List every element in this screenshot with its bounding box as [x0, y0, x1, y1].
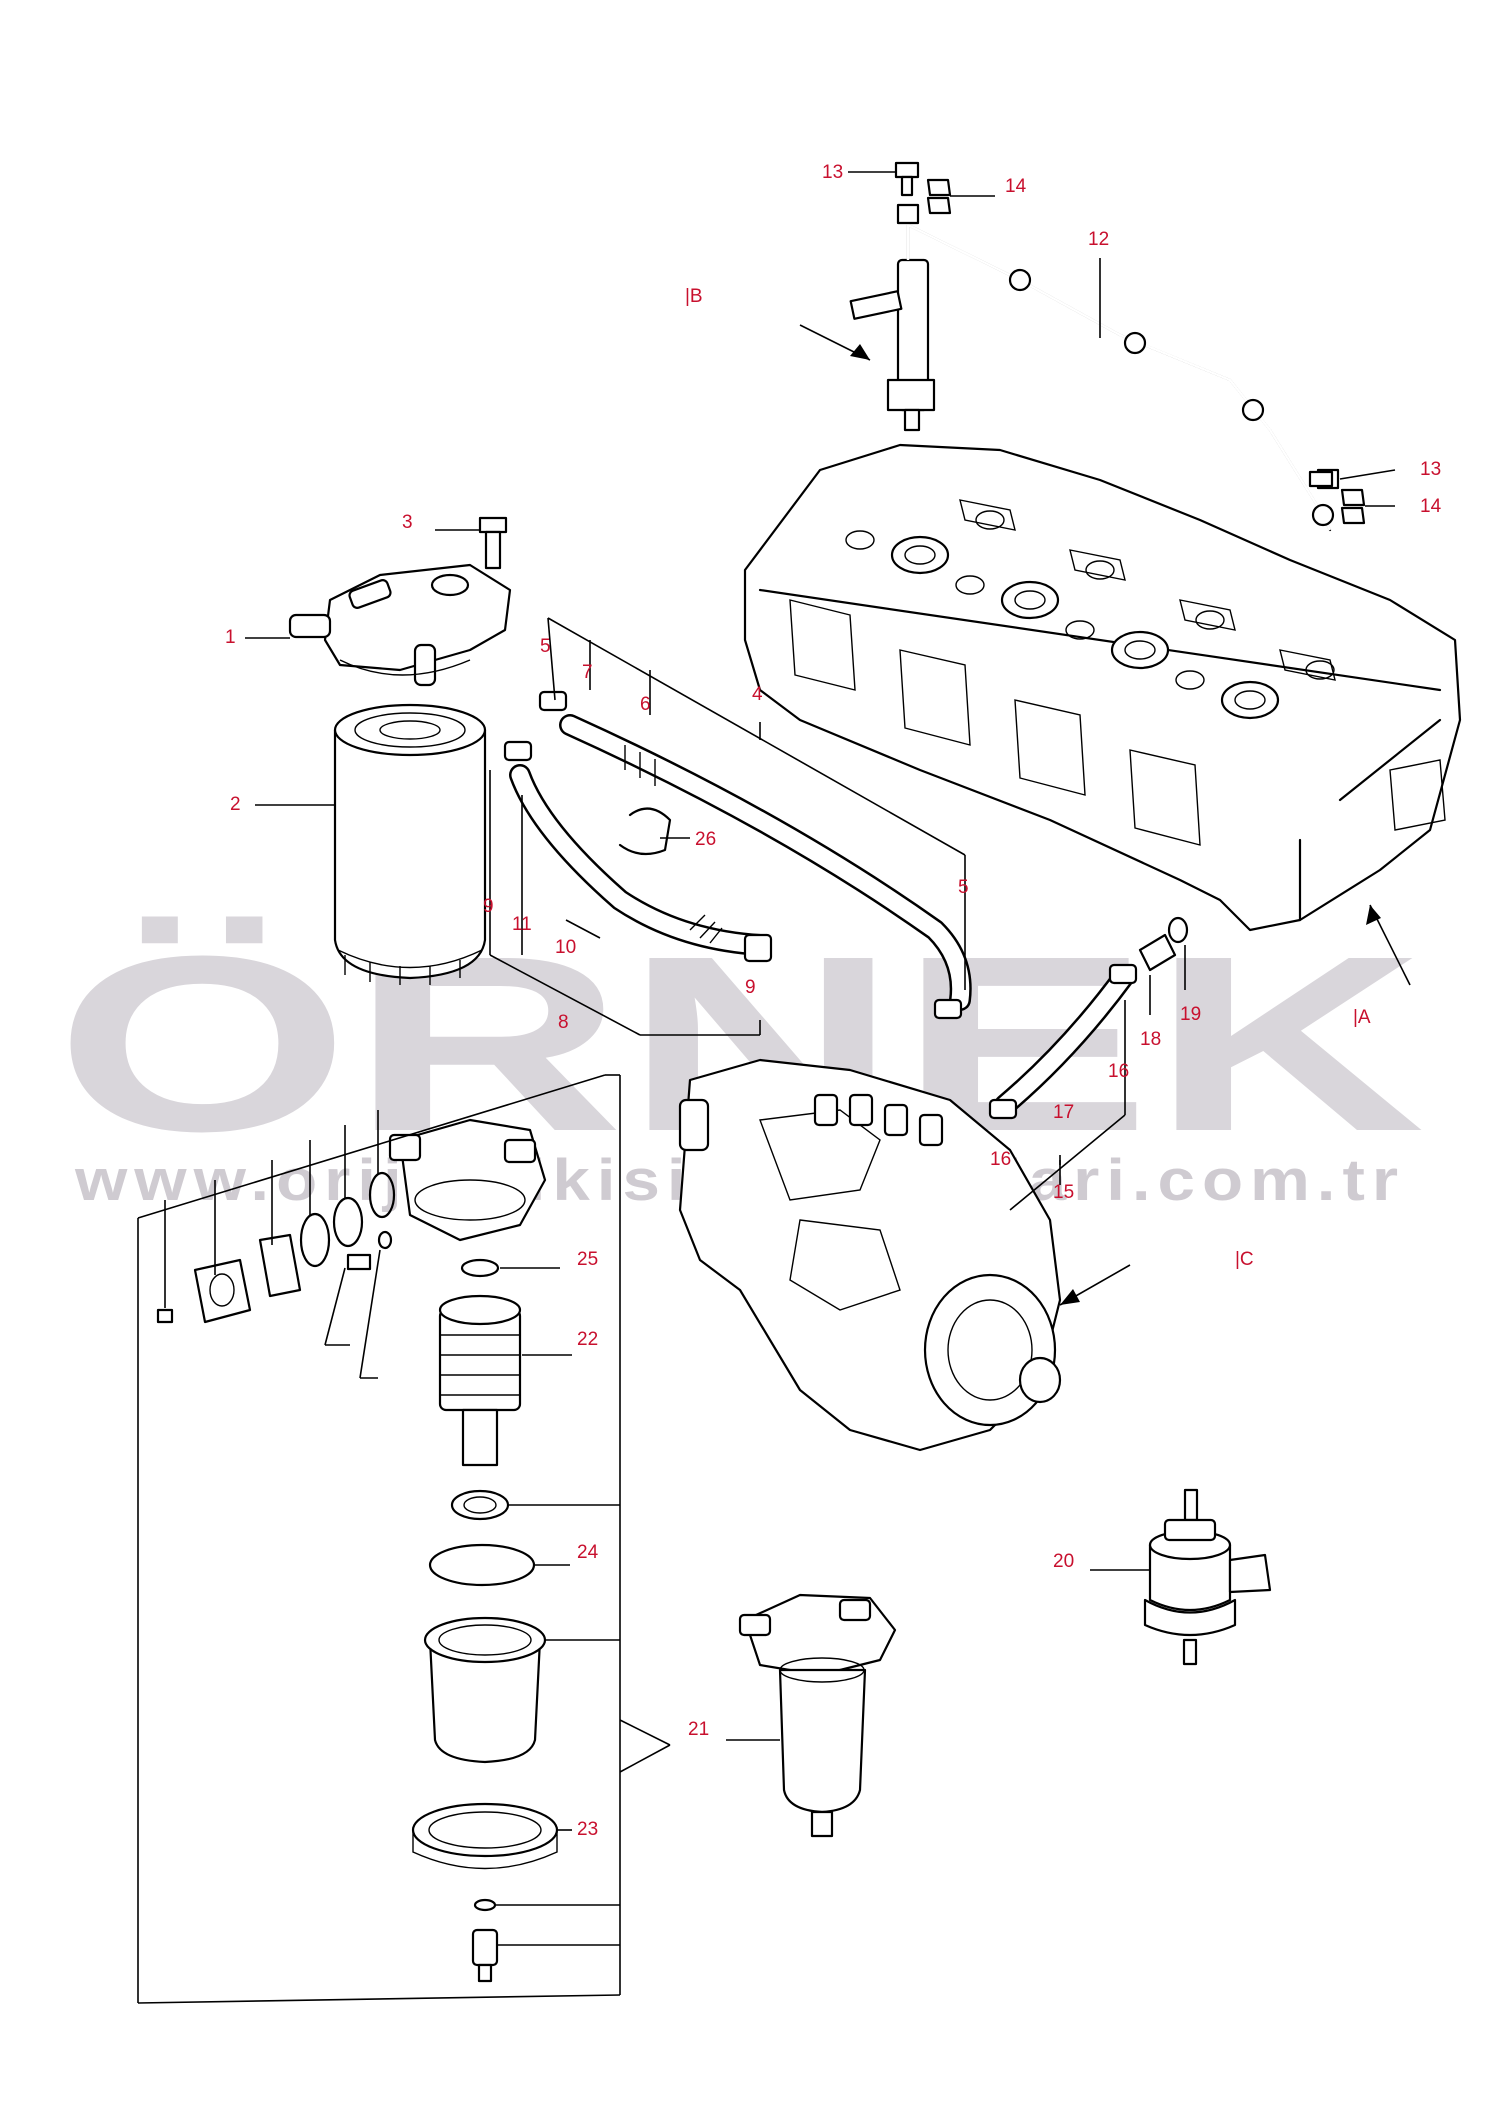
callout-8: 8: [558, 1012, 569, 1033]
view-marker-b: |B: [685, 286, 703, 307]
callout-13-right: 13: [1420, 459, 1441, 480]
callout-24: 24: [577, 1542, 599, 1563]
callout-19: 19: [1180, 1004, 1201, 1025]
filter-head-bolt: [478, 516, 508, 570]
injector-assembly: [849, 258, 936, 432]
fuel-hoses: [509, 714, 1136, 1116]
callout-14-right: 14: [1420, 496, 1442, 517]
spin-on-fuel-filter: [333, 703, 487, 985]
banjo-bolt-top: [894, 161, 952, 215]
view-arrows: [799, 324, 1411, 1306]
callout-5-right: 5: [958, 877, 969, 898]
callout-2: 2: [230, 794, 241, 815]
callout-10: 10: [555, 937, 576, 958]
callout-15: 15: [1053, 1182, 1074, 1203]
fuel-filter-head: [288, 563, 512, 687]
view-marker-a: |A: [1353, 1007, 1371, 1028]
callout-22: 22: [577, 1329, 598, 1350]
hose-clamps: [503, 690, 1138, 1120]
callout-9-right: 9: [745, 977, 756, 998]
callout-5-top: 5: [540, 636, 551, 657]
water-separator-assembly: [738, 1593, 897, 1838]
callout-3: 3: [402, 512, 413, 533]
callout-16-right: 16: [1108, 1061, 1129, 1082]
callout-14-top: 14: [1005, 176, 1027, 197]
callout-7: 7: [582, 662, 593, 683]
view-marker-labels: |B |A |C: [685, 286, 1371, 1270]
callout-23: 23: [577, 1819, 598, 1840]
callout-6: 6: [640, 694, 651, 715]
banjo-bolt-right: [1308, 470, 1366, 525]
callout-18: 18: [1140, 1029, 1161, 1050]
callout-25: 25: [577, 1249, 598, 1270]
callout-21: 21: [688, 1719, 709, 1740]
callout-11: 11: [512, 914, 532, 935]
exploded-water-separator: [156, 1118, 559, 1983]
callout-17: 17: [1053, 1102, 1074, 1123]
callout-labels: 13 14 12 13 14 3 1 2 5 7 6 4 26 5 9 11 1…: [225, 162, 1442, 1840]
callout-13-top: 13: [822, 162, 843, 183]
pressure-regulator: [1143, 1488, 1272, 1666]
callout-1: 1: [225, 627, 236, 648]
callout-4: 4: [752, 684, 763, 705]
callout-16-left: 16: [990, 1149, 1011, 1170]
leader-lines: [137, 171, 1396, 2004]
callout-12: 12: [1088, 229, 1109, 250]
callout-26: 26: [695, 829, 716, 850]
callout-20: 20: [1053, 1551, 1074, 1572]
callout-9-left: 9: [483, 896, 494, 917]
view-marker-c: |C: [1235, 1249, 1254, 1270]
injection-pump: [678, 1058, 1062, 1452]
banjo-fitting-18-19: [1138, 916, 1189, 972]
cylinder-head: [743, 443, 1462, 932]
